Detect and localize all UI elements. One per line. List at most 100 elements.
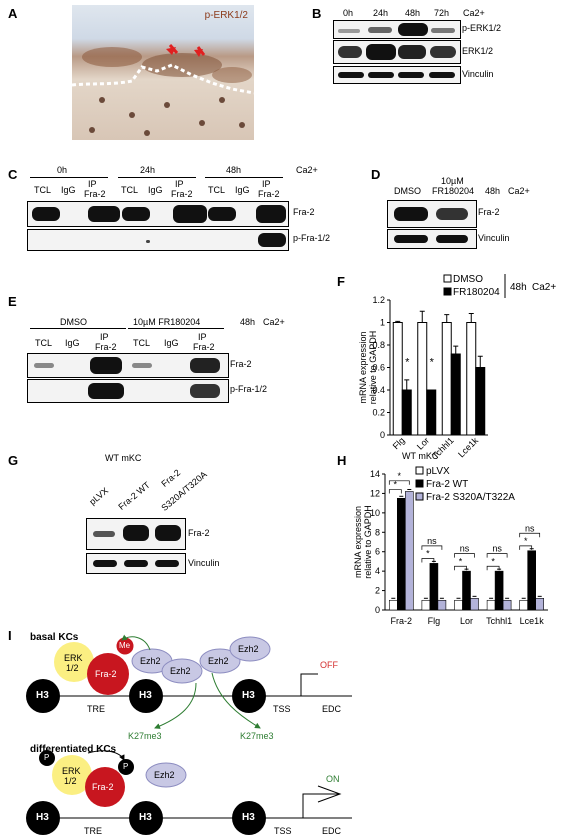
y-tick-label: 0.4 xyxy=(372,385,385,395)
significance-ns: ns xyxy=(525,523,535,533)
y-tick-label: 1.2 xyxy=(372,295,385,305)
ezh2-label: Ezh2 xyxy=(238,644,259,654)
lane-label: DMSO xyxy=(394,186,421,196)
significance-bracket xyxy=(454,553,475,558)
fra2-label: Fra-2 xyxy=(92,782,114,792)
tre-label: TRE xyxy=(84,826,102,836)
lane-label: Fra-2 xyxy=(258,189,280,199)
row-label: p-Fra-1/2 xyxy=(293,233,331,243)
panel-a-label: A xyxy=(8,6,18,21)
promoter-mark xyxy=(300,673,318,696)
h3-nucleosome xyxy=(232,679,266,713)
time-label: 48h xyxy=(485,186,501,196)
row-label: Vinculin xyxy=(188,558,220,568)
erk-circle xyxy=(52,755,92,795)
lane-label: TCL xyxy=(34,185,52,195)
bar xyxy=(404,491,414,611)
blot-d-fra2 xyxy=(387,200,477,228)
diff-title: differentiated KCs xyxy=(30,744,117,755)
bar xyxy=(429,563,439,611)
h3-nucleosome xyxy=(129,801,163,835)
y-axis-label: mRNA expressionrelative to GAPDH xyxy=(358,331,378,405)
bar xyxy=(535,598,545,611)
y-tick-label: 0.8 xyxy=(372,340,385,350)
ezh2-ellipse xyxy=(229,636,271,662)
blot-g-fra2 xyxy=(86,518,186,550)
legend-swatch xyxy=(415,479,424,488)
lane-label: TCL xyxy=(121,185,139,195)
significance-bracket xyxy=(519,545,533,550)
ezh2-label: Ezh2 xyxy=(208,656,229,666)
erk-label: ERK xyxy=(64,653,83,663)
row-label: Fra-2 xyxy=(478,207,500,217)
y-tick-label: 2 xyxy=(375,586,380,596)
y-tick-label: 14 xyxy=(370,469,380,479)
blot-c-pfra xyxy=(27,229,289,251)
k27-arrow xyxy=(154,682,197,729)
bar xyxy=(502,599,512,611)
condition-label: Ca2+ xyxy=(508,186,530,196)
legend-label: FR180204 xyxy=(453,287,500,298)
lane-label: TCL xyxy=(133,338,151,348)
lane-label: Fra-2 xyxy=(193,342,215,352)
legend-label: Fra-2 WT xyxy=(426,479,468,490)
y-tick-label: 0 xyxy=(375,605,380,615)
erk-label: 1/2 xyxy=(64,776,77,786)
edc-label: EDC xyxy=(322,704,342,714)
legend-swatch xyxy=(415,466,424,475)
significance-star: * xyxy=(426,549,430,559)
y-tick-label: 12 xyxy=(370,488,380,498)
y-tick-label: 0 xyxy=(380,430,385,440)
p-label: P xyxy=(123,762,129,771)
h3-label: H3 xyxy=(36,812,49,823)
me-label: Me xyxy=(119,641,131,650)
fra2-label: Fra-2 xyxy=(95,669,117,679)
lane-label: IP xyxy=(198,332,207,342)
bar xyxy=(527,550,537,611)
group-label: 0h xyxy=(57,165,68,175)
h3-label: H3 xyxy=(242,690,255,701)
panel-b-label: B xyxy=(312,6,322,21)
blot-e-pfra xyxy=(27,379,229,403)
chart-title: WT mKC xyxy=(105,453,142,463)
condition-label: Ca2+ xyxy=(296,165,318,175)
ezh2-label: Ezh2 xyxy=(154,770,175,780)
time-label: 48h xyxy=(240,317,256,327)
lane-label: Fra-2 xyxy=(84,189,106,199)
ezh2-ellipse xyxy=(199,648,241,674)
panel-d-label: D xyxy=(371,167,381,182)
significance-bracket xyxy=(388,489,402,494)
legend-label: Fra-2 S320A/T322A xyxy=(426,492,515,503)
h3-label: H3 xyxy=(139,690,152,701)
significance-star: * xyxy=(524,536,528,546)
row-label: p-ERK1/2 xyxy=(462,23,502,33)
h3-nucleosome xyxy=(129,679,163,713)
lane-label: 0h xyxy=(343,8,354,18)
legend-swatch xyxy=(443,287,452,296)
edc-label: EDC xyxy=(322,826,342,836)
row-label: Vinculin xyxy=(478,233,510,243)
basal-title: basal KCs xyxy=(30,632,79,643)
lane-label: TCL xyxy=(208,185,226,195)
y-tick-label: 6 xyxy=(375,547,380,557)
lane-label: IP xyxy=(100,332,109,342)
erk-label: ERK xyxy=(62,766,81,776)
significance-ns: ns xyxy=(460,544,470,554)
panel-f-label: F xyxy=(337,274,345,289)
ezh2-label: Ezh2 xyxy=(170,666,191,676)
significance-bracket xyxy=(486,553,508,558)
group-label: 48h xyxy=(226,165,242,175)
h3-nucleosome xyxy=(26,801,60,835)
condition-label: Ca2+ xyxy=(463,8,485,18)
lane-label: 10µM xyxy=(441,176,464,186)
significance-bracket xyxy=(454,565,467,571)
legend-swatch xyxy=(415,492,424,501)
significance-star: * xyxy=(430,356,435,368)
significance-star: * xyxy=(491,556,495,566)
h3-label: H3 xyxy=(242,812,255,823)
lane-label: Fra-2 xyxy=(95,342,117,352)
condition-label: Ca2+ xyxy=(263,317,285,327)
lane-label: 24h xyxy=(373,8,389,18)
